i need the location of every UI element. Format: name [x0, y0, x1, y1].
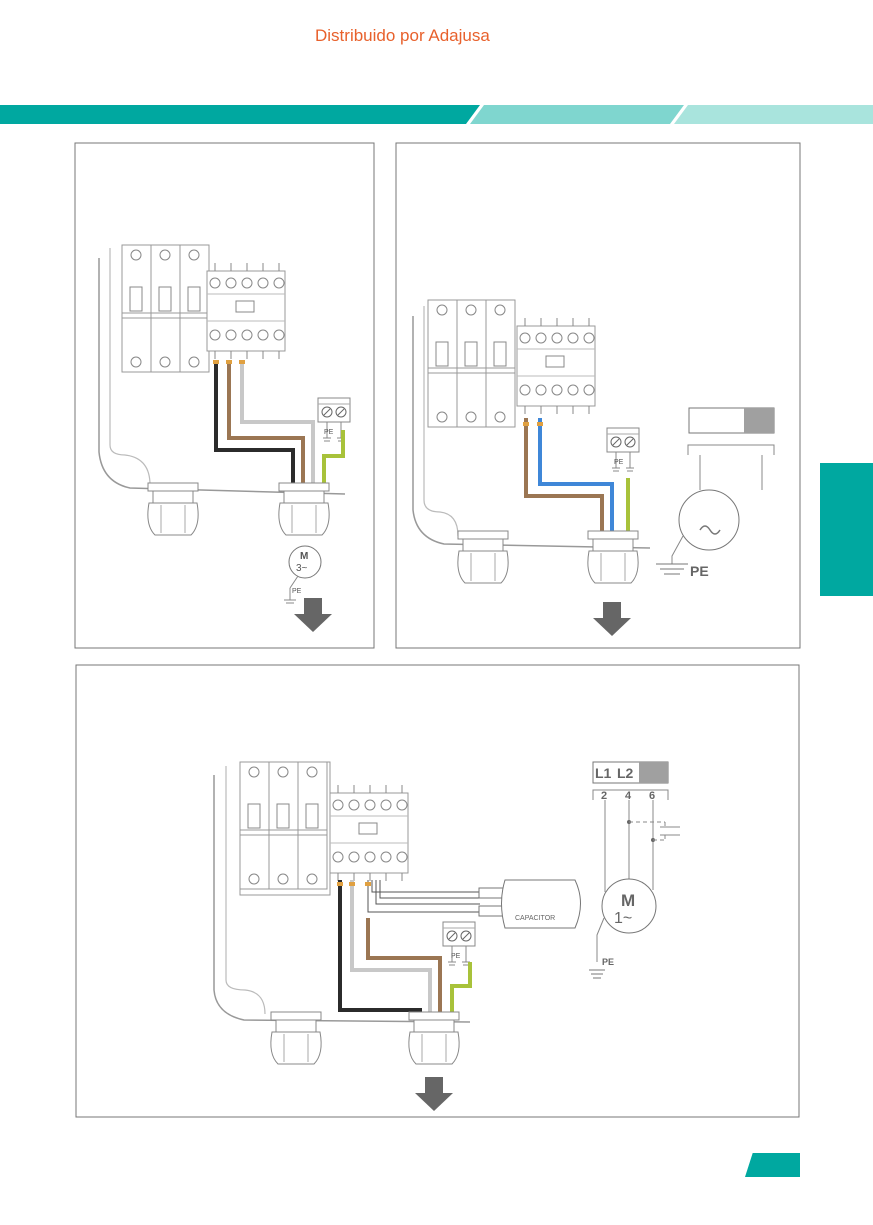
- three-phase-motor-label: M: [300, 551, 308, 562]
- capacitor-motor-phase: 1~: [614, 910, 632, 927]
- three-phase-diagram: [99, 245, 350, 632]
- terminal-l2-label: L2: [617, 765, 634, 781]
- single-phase-pe-label: PE: [614, 459, 624, 466]
- capacitor-pe-label: PE: [451, 953, 461, 960]
- terminal-l1-label: L1: [595, 765, 612, 781]
- terminal-number-2: 2: [601, 790, 607, 802]
- three-phase-pe-label: PE: [324, 429, 334, 436]
- capacitor-motor-label: M: [621, 891, 635, 910]
- three-phase-motor-pe-label: PE: [292, 588, 302, 595]
- side-tab: [820, 463, 873, 596]
- capacitor-diagram: [214, 762, 680, 1111]
- three-phase-motor-phase: 3~: [296, 563, 308, 574]
- page-number-tab: [745, 1153, 800, 1177]
- capacitor-ground-label: PE: [602, 957, 614, 967]
- single-phase-diagram: [413, 300, 774, 636]
- terminal-number-6: 6: [649, 790, 655, 802]
- single-phase-ground-label: PE: [690, 563, 709, 579]
- panel-three-phase: [75, 143, 374, 648]
- header-ribbon: [0, 105, 480, 124]
- terminal-number-4: 4: [625, 790, 632, 802]
- capacitor-label: CAPACITOR: [515, 915, 555, 922]
